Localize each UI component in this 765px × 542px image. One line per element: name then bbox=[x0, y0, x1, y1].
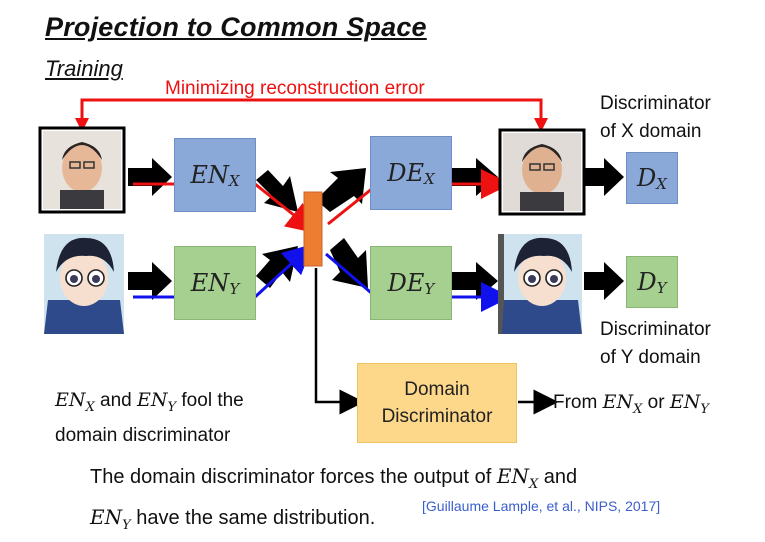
thick-arrow-eny-code bbox=[256, 246, 298, 288]
thick-arrow-enx-code bbox=[256, 170, 298, 212]
slide-title: Projection to Common Space bbox=[45, 12, 427, 42]
thick-arrow-dey-out bbox=[452, 262, 498, 300]
citation: [Guillaume Lample, et al., NIPS, 2017] bbox=[422, 498, 661, 514]
input-anime-face-y bbox=[44, 234, 124, 334]
reconstruction-label: Minimizing reconstruction error bbox=[165, 78, 425, 99]
fool-text: ENX and ENY fool the domain discriminato… bbox=[55, 389, 244, 446]
discriminator-y-label: Discriminator of Y domain bbox=[600, 319, 711, 368]
thick-arrow-dex-out bbox=[452, 158, 498, 196]
thick-arrow-code-dey bbox=[330, 238, 368, 288]
thick-arrow-x-in bbox=[128, 158, 172, 196]
discriminator-x-label: Discriminator of X domain bbox=[600, 93, 711, 142]
domain-discriminator-box: Domain Discriminator bbox=[357, 363, 517, 443]
latent-code bbox=[303, 191, 323, 267]
input-face-x bbox=[38, 126, 126, 214]
output-anime-face-y bbox=[498, 234, 582, 334]
thick-arrow-to-dy bbox=[584, 262, 624, 300]
slide-subtitle: Training bbox=[45, 56, 123, 81]
output-face-x bbox=[498, 128, 586, 216]
reconstruction-bracket bbox=[75, 98, 548, 132]
domain-disc-output-label: From ENX or ENY bbox=[553, 391, 709, 417]
thick-arrow-y-in bbox=[128, 262, 172, 300]
thick-arrow-code-dex bbox=[316, 168, 366, 212]
footer-text: The domain discriminator forces the outp… bbox=[90, 464, 578, 533]
code-to-domain-disc bbox=[314, 268, 365, 415]
thick-arrow-to-dx bbox=[584, 158, 624, 196]
